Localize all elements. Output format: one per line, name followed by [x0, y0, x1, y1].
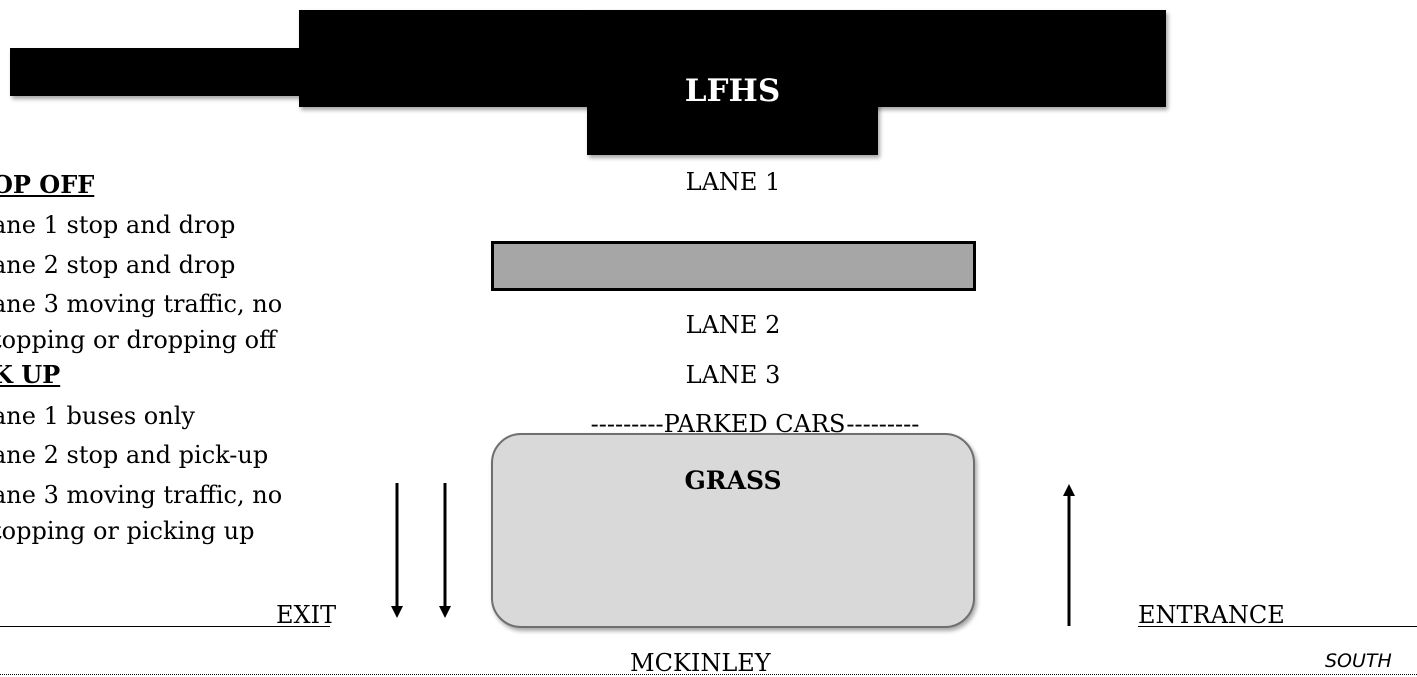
pick-up-rule: topping or picking up — [0, 517, 255, 545]
exit-road-line — [0, 626, 330, 627]
lane-3-label: LANE 3 — [685, 361, 781, 389]
building-wing-left — [10, 48, 310, 96]
drop-off-rule: ane 3 moving traffic, no — [0, 290, 283, 318]
drop-off-rule: topping or dropping off — [0, 326, 277, 354]
pick-up-rule: ane 1 buses only — [0, 402, 195, 430]
school-name: LFHS — [684, 73, 781, 109]
exit-label: EXIT — [276, 601, 337, 629]
grass-area — [491, 433, 975, 628]
entrance-road-line — [1138, 626, 1417, 627]
pick-up-rule: ane 2 stop and pick-up — [0, 441, 269, 469]
lane-2-label: LANE 2 — [685, 311, 781, 339]
direction-label: SOUTH — [1325, 650, 1392, 672]
pick-up-rule: ane 3 moving traffic, no — [0, 481, 283, 509]
drop-off-rule: ane 1 stop and drop — [0, 211, 236, 239]
drop-off-rule: ane 2 stop and drop — [0, 251, 236, 279]
lane-1-label: LANE 1 — [685, 168, 781, 196]
drop-off-heading: OP OFF — [0, 170, 95, 199]
median-island — [491, 241, 976, 291]
building-entrance-block — [587, 10, 878, 155]
entrance-label: ENTRANCE — [1138, 601, 1285, 629]
pick-up-heading: K UP — [0, 360, 61, 389]
grass-label: GRASS — [684, 466, 782, 495]
street-name: MCKINLEY — [630, 649, 771, 677]
